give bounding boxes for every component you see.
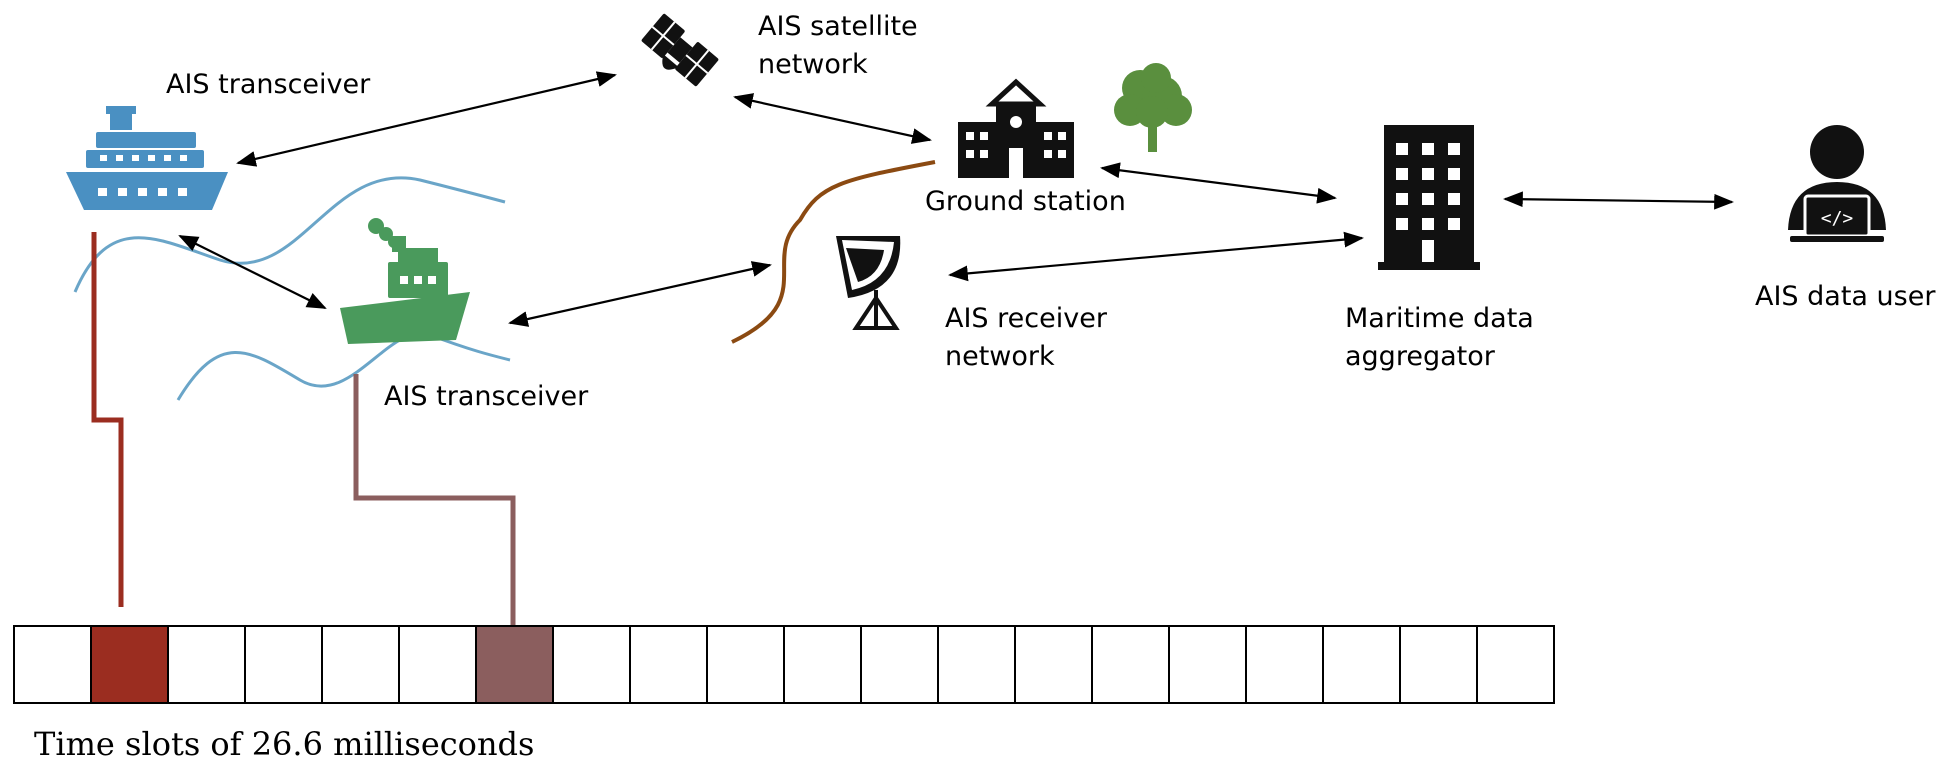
time-slot — [1322, 625, 1401, 704]
arrow-ship1-ship2 — [178, 235, 327, 309]
receiver-label-line2: network — [945, 341, 1055, 372]
arrow-receiver-aggregator — [948, 231, 1364, 282]
ship1-slot-connector — [91, 232, 124, 607]
aggregator-label: Maritime data aggregator — [1345, 300, 1534, 376]
arrow-ground-aggregator — [1100, 162, 1337, 204]
time-slot — [13, 625, 92, 704]
ground-station-icon — [958, 78, 1074, 178]
svg-text:</>: </> — [1821, 208, 1854, 229]
ship2-label: AIS transceiver — [384, 381, 589, 412]
time-slot — [552, 625, 631, 704]
coastline-cable — [731, 160, 936, 344]
arrow-ship1-satellite — [236, 71, 617, 167]
time-slot — [1476, 625, 1555, 704]
time-slot — [1399, 625, 1478, 704]
tree-icon — [1114, 63, 1192, 152]
time-slots-caption: Time slots of 26.6 milliseconds — [34, 725, 535, 763]
time-slot — [321, 625, 400, 704]
satellite-label-line1: AIS satellite — [758, 11, 918, 42]
time-slot — [937, 625, 1016, 704]
aggregator-label-line1: Maritime data — [1345, 303, 1534, 334]
developer-user-icon: </> — [1788, 125, 1886, 242]
user-label: AIS data user — [1755, 281, 1936, 312]
ground-station-label: Ground station — [925, 186, 1126, 217]
time-slot — [629, 625, 708, 704]
satellite-label: AIS satellite network — [758, 8, 918, 84]
ship-icon — [66, 106, 228, 210]
time-slot-strip — [13, 625, 1555, 704]
arrow-satellite-ground — [733, 93, 932, 144]
satellite-icon — [641, 13, 719, 87]
time-slot — [783, 625, 862, 704]
ship2-slot-connector — [353, 374, 516, 626]
time-slot-occupied — [90, 625, 169, 704]
time-slot — [1168, 625, 1247, 704]
time-slot — [167, 625, 246, 704]
receiver-label: AIS receiver network — [945, 300, 1107, 376]
time-slot-occupied — [475, 625, 554, 704]
time-slot — [1091, 625, 1170, 704]
satellite-label-line2: network — [758, 49, 868, 80]
time-slot — [1245, 625, 1324, 704]
time-slot — [244, 625, 323, 704]
time-slot — [1014, 625, 1093, 704]
ship1-label: AIS transceiver — [166, 69, 371, 100]
time-slot — [398, 625, 477, 704]
arrow-aggregator-user — [1503, 191, 1734, 210]
arrow-ship2-receiver — [508, 261, 772, 327]
aggregator-label-line2: aggregator — [1345, 341, 1495, 372]
time-slot — [706, 625, 785, 704]
building-icon — [1378, 125, 1480, 270]
water-wave-lower — [176, 331, 511, 401]
cargo-ship-icon — [340, 218, 470, 344]
receiver-label-line1: AIS receiver — [945, 303, 1107, 334]
dish-antenna-icon — [836, 236, 901, 330]
time-slot — [860, 625, 939, 704]
